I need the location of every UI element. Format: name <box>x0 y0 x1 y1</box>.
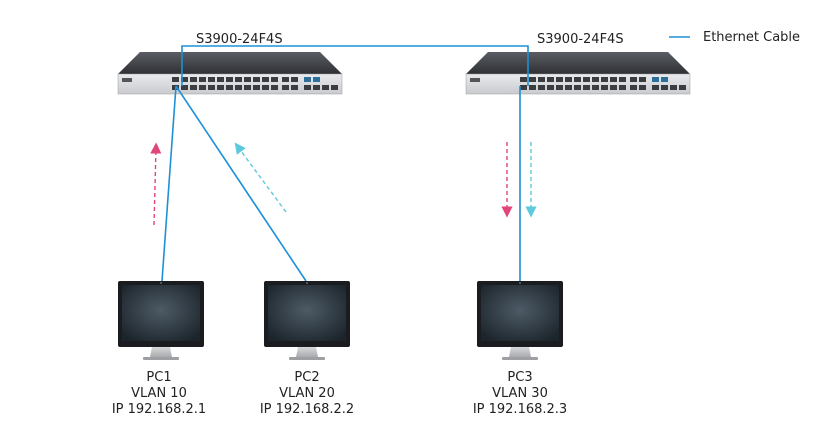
pc2-name: PC2 <box>294 370 319 385</box>
switch-1 <box>117 52 343 95</box>
cable-switch-to-switch <box>181 45 529 86</box>
pc1-screen <box>122 285 200 341</box>
switch-2 <box>465 52 691 95</box>
switch-2-logo <box>470 78 480 82</box>
switch-1-logo <box>122 78 132 82</box>
cables <box>161 45 529 282</box>
pc1-monitor <box>118 281 204 360</box>
pc2-vlan: VLAN 20 <box>279 386 335 401</box>
switch-1-ports <box>172 77 338 90</box>
legend-label: Ethernet Cable <box>703 30 800 45</box>
cable-pc2 <box>175 85 307 282</box>
pc1-ip: IP 192.168.2.1 <box>112 402 206 417</box>
pc3-monitor <box>477 281 563 360</box>
pc3-name: PC3 <box>507 370 532 385</box>
legend: Ethernet Cable <box>669 30 800 45</box>
traffic-arrows <box>150 142 537 226</box>
pc3-screen <box>481 285 559 341</box>
pc1-vlan: VLAN 10 <box>131 386 187 401</box>
switch-2-ports <box>520 77 686 90</box>
pc2-monitor <box>264 281 350 360</box>
switch-1-label: S3900-24F4S <box>196 32 283 47</box>
pc3-vlan: VLAN 30 <box>492 386 548 401</box>
arrow-pc2-up <box>234 142 287 213</box>
pc1-name: PC1 <box>146 370 171 385</box>
arrow-pc1-up <box>150 142 162 226</box>
pc2-screen <box>268 285 346 341</box>
switch-2-label: S3900-24F4S <box>537 32 624 47</box>
pc3-ip: IP 192.168.2.3 <box>473 402 567 417</box>
pc2-ip: IP 192.168.2.2 <box>260 402 354 417</box>
cable-pc1 <box>161 85 177 282</box>
